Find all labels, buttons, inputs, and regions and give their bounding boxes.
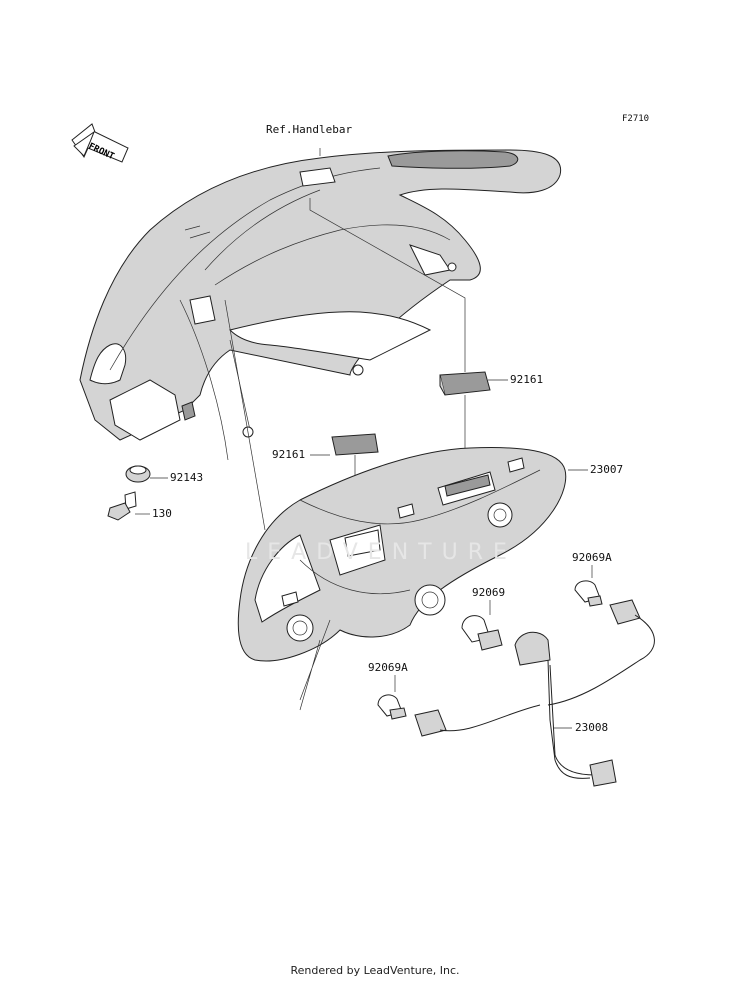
part-label-23008: 23008: [575, 721, 609, 734]
wire-harness-23008: [414, 599, 655, 787]
part-label-92161-lower: 92161: [272, 448, 306, 461]
upper-cowl: [79, 149, 562, 461]
bolt-130: [107, 491, 137, 521]
bulb-92069a-left: [377, 694, 407, 720]
grommet-92161-upper: [439, 371, 491, 396]
front-arrow-icon: FRONT: [71, 123, 129, 163]
part-label-92069a-left: 92069A: [368, 661, 408, 674]
figure-code: F2710: [622, 114, 650, 124]
part-label-92069: 92069: [472, 586, 506, 599]
part-label-130: 130: [152, 507, 172, 520]
part-label-92161-upper: 92161: [510, 373, 544, 386]
footer-credit: Rendered by LeadVenture, Inc.: [290, 964, 460, 977]
part-label-23007: 23007: [590, 463, 624, 476]
part-label-92069a-right: 92069A: [572, 551, 612, 564]
grommet-92143: [125, 465, 151, 483]
meter-assembly-23007: [237, 447, 567, 711]
reference-handlebar-label: Ref.Handlebar: [266, 123, 353, 136]
part-label-92143: 92143: [170, 471, 204, 484]
watermark: LEADVENTURE: [245, 540, 517, 565]
bulb-92069: [461, 615, 503, 651]
grommet-92161-lower: [331, 433, 379, 456]
bulb-92069a-right: [574, 580, 603, 607]
